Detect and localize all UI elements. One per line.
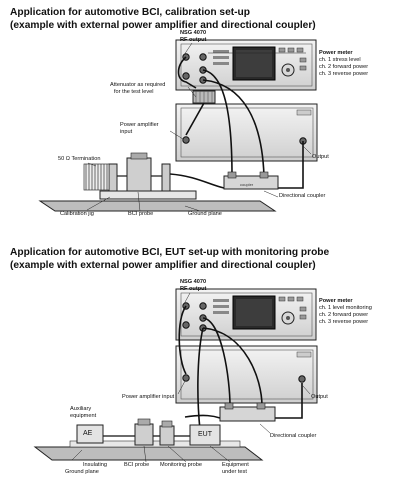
- ch2-label: ch. 2 forward power: [319, 64, 369, 70]
- ground-plane-label-2: Ground plane: [65, 469, 99, 475]
- ae-label: AE: [83, 430, 93, 437]
- eut-box-label: EUT: [198, 431, 212, 438]
- coupler-label: Directional coupler: [279, 193, 326, 199]
- attenuator: [192, 90, 216, 104]
- aux-label: Auxiliary: [70, 406, 92, 412]
- eut-label: Equipment: [222, 462, 249, 468]
- ch1-label-2: ch. 1 level monitoring: [319, 305, 372, 311]
- attenuator-label: Attenuator as required: [110, 82, 166, 88]
- nsg4070-generator-2: [175, 288, 317, 341]
- nsg-label-2: NSG 4070: [180, 279, 207, 285]
- bci-probe-label: BCI probe: [128, 211, 154, 217]
- ch3-label-2: ch. 3 reverse power: [319, 319, 369, 325]
- leaders-section1: [86, 42, 312, 212]
- coupler-label-2: Directional coupler: [270, 433, 317, 439]
- bci-probe-2: [134, 418, 154, 446]
- section2-title: Application for automotive BCI, EUT set-…: [10, 247, 330, 258]
- directional-coupler-2: [219, 402, 276, 422]
- monitoring-probe: [159, 420, 175, 446]
- output-label: Output: [312, 154, 329, 160]
- nsg-label: NSG 4070: [180, 30, 207, 36]
- power-amplifier: [175, 103, 318, 162]
- output-label-2: Output: [311, 394, 328, 400]
- ch3-label: ch. 3 reverse power: [319, 71, 369, 77]
- ground-plane: [38, 200, 277, 212]
- insulating-label: Insulating: [83, 462, 107, 468]
- ch2-label-2: ch. 2 forward power: [319, 312, 369, 318]
- leaders-section2: [71, 292, 311, 463]
- amp-input-label: Power amplifier: [120, 122, 159, 128]
- ch1-label: ch. 1 stress level: [319, 57, 361, 63]
- section2-subtitle: (example with external power amplifier a…: [10, 260, 316, 271]
- section1-subtitle: (example with external power amplifier a…: [10, 20, 316, 31]
- power-meter-label-2: Power meter: [319, 298, 353, 304]
- power-meter-label: Power meter: [319, 50, 353, 56]
- ground-plane-2: [33, 440, 264, 461]
- calibration-jig-label: Calibration jig: [60, 211, 94, 217]
- section1-title: Application for automotive BCI, calibrat…: [10, 7, 250, 18]
- termination: [83, 163, 110, 191]
- amp-input-label-s2: Power amplifier input: [122, 394, 175, 400]
- rf-output-label-2: RF output: [180, 286, 207, 292]
- cables-section1: [169, 56, 304, 189]
- ground-plane-label: Ground plane: [188, 211, 222, 217]
- eut-label-2: under test: [222, 469, 247, 475]
- ae-box: [76, 424, 104, 444]
- directional-coupler: coupler: [223, 171, 279, 190]
- attenuator-label-2: for the test level: [114, 89, 154, 95]
- monitoring-probe-label: Monitoring probe: [160, 462, 202, 468]
- bci-probe-label-2: BCI probe: [124, 462, 150, 468]
- termination-label: 50 Ω Termination: [58, 156, 101, 162]
- svg-text:coupler: coupler: [240, 182, 254, 187]
- rf-output-label: RF output: [180, 37, 207, 43]
- nsg4070-generator: [175, 39, 317, 91]
- amp-input-label-2: input: [120, 129, 133, 135]
- bci-probe: [126, 152, 152, 192]
- aux-label-2: equipment: [70, 413, 97, 419]
- eut-box: [189, 424, 221, 446]
